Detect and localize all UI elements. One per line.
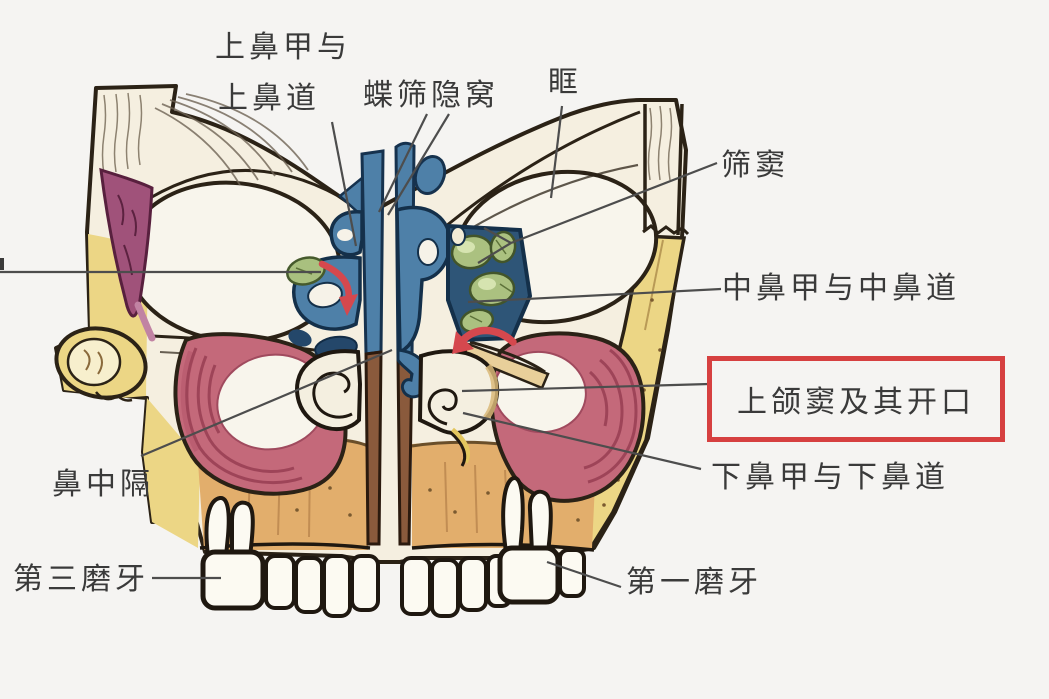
leader-sphenoethmoidal-2 bbox=[387, 113, 450, 216]
cropped-label-fragment bbox=[0, 258, 4, 270]
left-frontal-strut-texture bbox=[101, 92, 309, 186]
label-first-molar: 第一磨牙 bbox=[626, 566, 762, 599]
label-superior-concha-line2: 上鼻道 bbox=[218, 82, 320, 115]
leader-nasal-septum bbox=[140, 348, 393, 458]
right-middle-turbinate bbox=[395, 205, 452, 399]
leader-superior-meatus bbox=[330, 121, 358, 247]
label-orbit: 眶 bbox=[548, 66, 582, 99]
leader-maxillary-sinus bbox=[461, 382, 710, 393]
label-superior-concha-line1: 上鼻甲与 bbox=[215, 31, 351, 64]
label-maxillary-sinus-opening: 上颌窦及其开口 bbox=[737, 386, 975, 419]
right-frontal-strut-texture bbox=[642, 103, 690, 236]
label-inferior-concha-meatus: 下鼻甲与下鼻道 bbox=[711, 461, 949, 494]
drainage-arrow-left bbox=[318, 260, 358, 316]
leader-lines bbox=[0, 105, 722, 589]
ethmoid-air-cells bbox=[446, 223, 533, 343]
maxillary-sinus-highlight-box: 上颌窦及其开口 bbox=[707, 356, 1005, 442]
leader-ethmoid-main bbox=[510, 161, 718, 245]
leader-inferior-concha bbox=[462, 411, 702, 471]
right-maxillary-sinus bbox=[489, 331, 646, 503]
leader-first-molar bbox=[546, 560, 622, 589]
label-third-molar: 第三磨牙 bbox=[13, 563, 149, 596]
leader-middle-concha bbox=[467, 287, 722, 304]
label-sphenoethmoidal-recess: 蝶筛隐窝 bbox=[363, 79, 499, 112]
leader-ethmoid-branch-1 bbox=[483, 227, 512, 244]
label-ethmoid-sinus: 筛窦 bbox=[721, 149, 789, 182]
drainage-arrow-right bbox=[452, 326, 517, 354]
label-middle-concha-meatus: 中鼻甲与中鼻道 bbox=[722, 272, 960, 305]
zygomatic-arch-stub bbox=[54, 326, 148, 402]
teeth-row bbox=[199, 476, 595, 618]
leader-ethmoid-branch-2 bbox=[477, 242, 512, 264]
leader-orbit bbox=[549, 105, 564, 199]
label-nasal-septum: 鼻中隔 bbox=[52, 468, 154, 501]
leader-sphenoethmoidal-1 bbox=[378, 113, 428, 213]
